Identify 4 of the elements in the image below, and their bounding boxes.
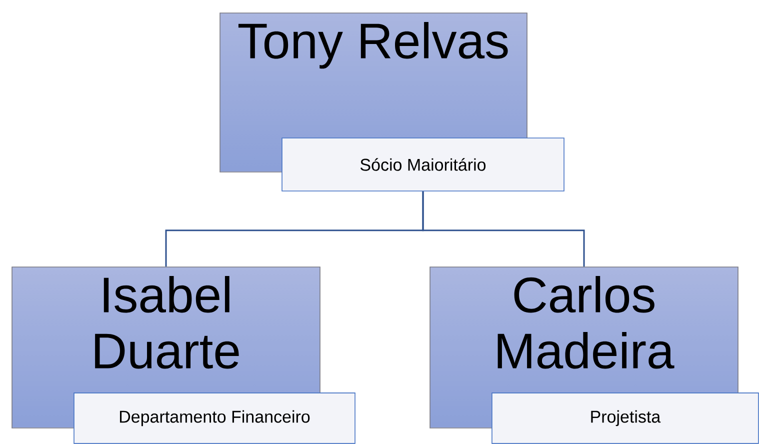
role-box: Sócio Maioritário xyxy=(282,138,564,192)
role-box: Projetista xyxy=(492,392,759,444)
connector-line xyxy=(422,191,585,267)
role-box: Departamento Financeiro xyxy=(74,392,356,444)
